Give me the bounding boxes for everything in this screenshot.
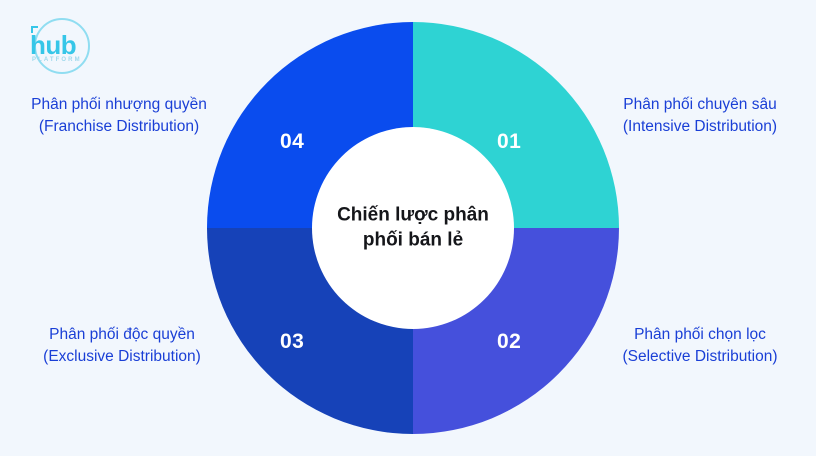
label-04-vi: Phân phối nhượng quyền — [31, 96, 207, 113]
hub-platform-logo: hub PLATFORM — [20, 16, 94, 78]
donut-ring — [207, 22, 619, 434]
label-01-vi: Phân phối chuyên sâu — [623, 96, 777, 113]
label-01-en: (Intensive Distribution) — [622, 118, 778, 136]
logo-corner-bracket-icon — [31, 26, 38, 33]
logo-ring-icon — [34, 18, 90, 74]
segment-number-04: 04 — [280, 130, 305, 153]
center-title-line-1: Chiến lược phân — [337, 204, 489, 226]
label-segment-03: Phân phối độc quyền (Exclusive Distribut… — [22, 324, 222, 369]
donut-chart: Chiến lược phân phối bán lẻ 01 02 03 04 — [207, 22, 619, 434]
label-segment-04: Phân phối nhượng quyền (Franchise Distri… — [14, 94, 224, 139]
label-03-en: (Exclusive Distribution) — [43, 348, 201, 366]
label-02-en: (Selective Distribution) — [622, 348, 778, 366]
label-segment-01: Phân phối chuyên sâu (Intensive Distribu… — [600, 94, 800, 139]
donut-center-hole — [312, 127, 514, 329]
segment-number-03: 03 — [280, 330, 305, 353]
segment-number-01: 01 — [497, 130, 522, 153]
chart-center-title: Chiến lược phân phối bán lẻ — [323, 203, 503, 252]
label-04-en: (Franchise Distribution) — [38, 118, 200, 136]
center-title-line-2: phối bán lẻ — [362, 229, 464, 250]
logo-subtitle: PLATFORM — [32, 57, 82, 63]
label-03-vi: Phân phối độc quyền — [49, 326, 195, 343]
logo-wordmark: hub — [30, 30, 77, 60]
label-segment-02: Phân phối chọn lọc (Selective Distributi… — [600, 324, 800, 369]
label-02-vi: Phân phối chọn lọc — [634, 326, 766, 343]
segment-number-02: 02 — [497, 330, 522, 353]
